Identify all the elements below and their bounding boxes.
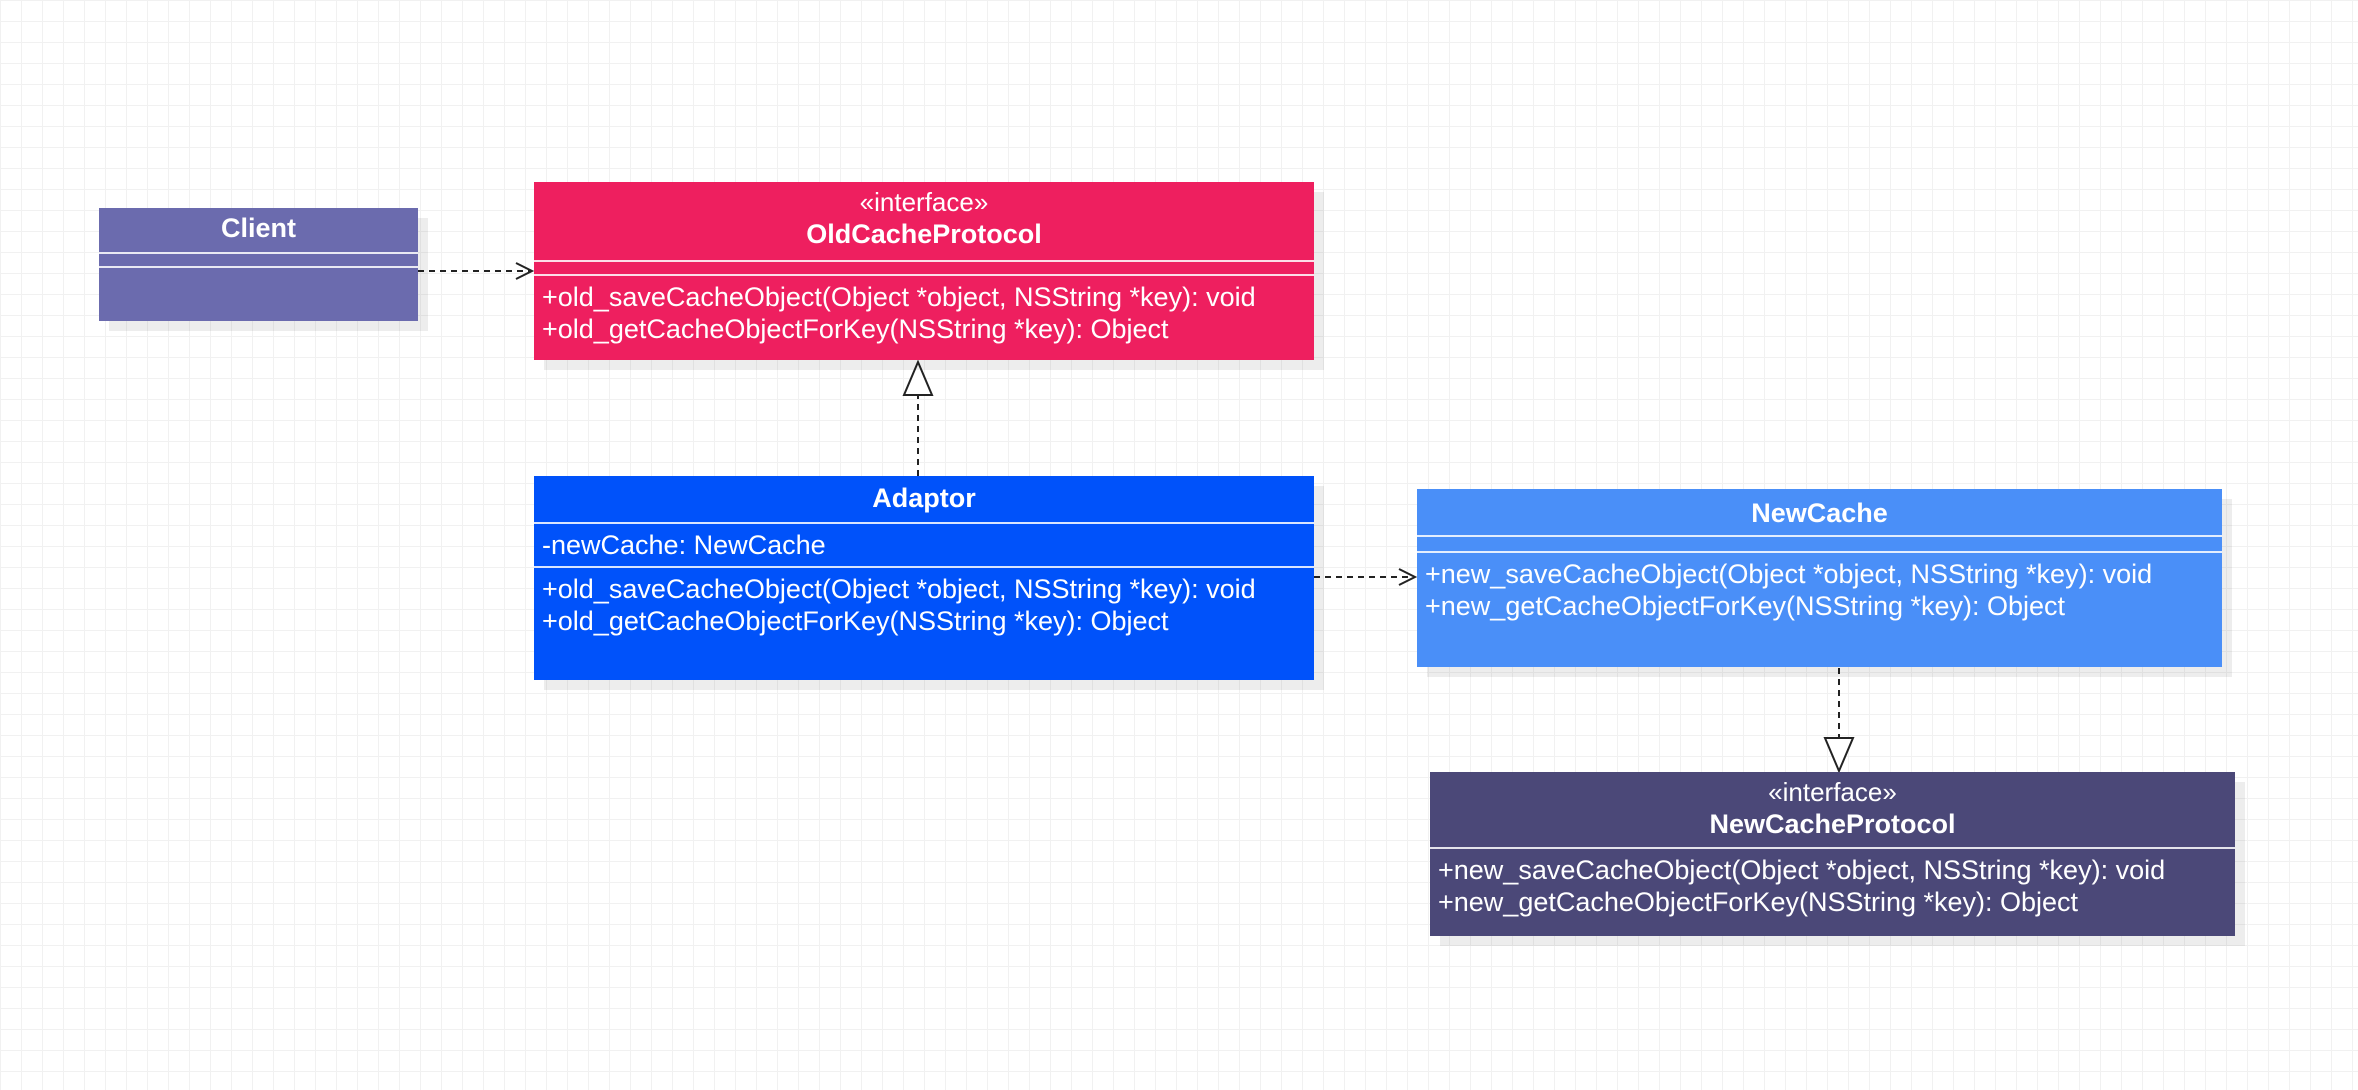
method-item: +old_getCacheObjectForKey(NSString *key)… xyxy=(542,606,1169,636)
realization-newcache-to-newcacheprotocol xyxy=(1823,668,1855,774)
methods-compartment: +new_saveCacheObject(Object *object, NSS… xyxy=(1417,551,2222,622)
class-header: «interface» NewCacheProtocol xyxy=(1430,772,2235,847)
attributes-compartment xyxy=(99,252,418,266)
methods-compartment: +old_saveCacheObject(Object *object, NSS… xyxy=(534,274,1314,345)
attributes-compartment xyxy=(534,260,1314,274)
class-header: Client xyxy=(99,208,418,252)
method-item: +old_saveCacheObject(Object *object, NSS… xyxy=(542,574,1256,604)
class-name: NewCacheProtocol xyxy=(1709,809,1956,839)
methods-compartment: +old_saveCacheObject(Object *object, NSS… xyxy=(534,566,1314,637)
attribute-item: -newCache: NewCache xyxy=(542,530,826,560)
class-client[interactable]: Client xyxy=(99,208,418,321)
dependency-adaptor-to-newcache xyxy=(1314,568,1418,586)
dependency-client-to-oldcacheprotocol xyxy=(418,262,535,280)
method-item: +new_saveCacheObject(Object *object, NSS… xyxy=(1425,559,2153,589)
attributes-compartment: -newCache: NewCache xyxy=(534,522,1314,566)
class-name: NewCache xyxy=(1751,498,1888,528)
class-name: Client xyxy=(220,213,296,243)
realization-adaptor-to-oldcacheprotocol xyxy=(902,359,934,476)
stereotype-label: «interface» xyxy=(859,187,989,217)
class-adaptor[interactable]: Adaptor -newCache: NewCache +old_saveCac… xyxy=(534,476,1314,680)
class-old-cache-protocol[interactable]: «interface» OldCacheProtocol +old_saveCa… xyxy=(534,182,1314,360)
class-header: NewCache xyxy=(1417,489,2222,535)
class-new-cache-protocol[interactable]: «interface» NewCacheProtocol +new_saveCa… xyxy=(1430,772,2235,936)
class-name: OldCacheProtocol xyxy=(806,219,1042,249)
methods-compartment: +new_saveCacheObject(Object *object, NSS… xyxy=(1430,847,2235,918)
method-item: +new_getCacheObjectForKey(NSString *key)… xyxy=(1438,887,2079,917)
stereotype-label: «interface» xyxy=(1768,777,1897,807)
class-header: «interface» OldCacheProtocol xyxy=(534,182,1314,260)
class-new-cache[interactable]: NewCache +new_saveCacheObject(Object *ob… xyxy=(1417,489,2222,667)
class-name: Adaptor xyxy=(872,483,976,513)
class-header: Adaptor xyxy=(534,476,1314,522)
methods-compartment xyxy=(99,266,418,268)
method-item: +old_saveCacheObject(Object *object, NSS… xyxy=(542,282,1256,312)
method-item: +new_saveCacheObject(Object *object, NSS… xyxy=(1438,855,2166,885)
attributes-compartment xyxy=(1417,535,2222,551)
method-item: +old_getCacheObjectForKey(NSString *key)… xyxy=(542,314,1169,344)
method-item: +new_getCacheObjectForKey(NSString *key)… xyxy=(1425,591,2066,621)
